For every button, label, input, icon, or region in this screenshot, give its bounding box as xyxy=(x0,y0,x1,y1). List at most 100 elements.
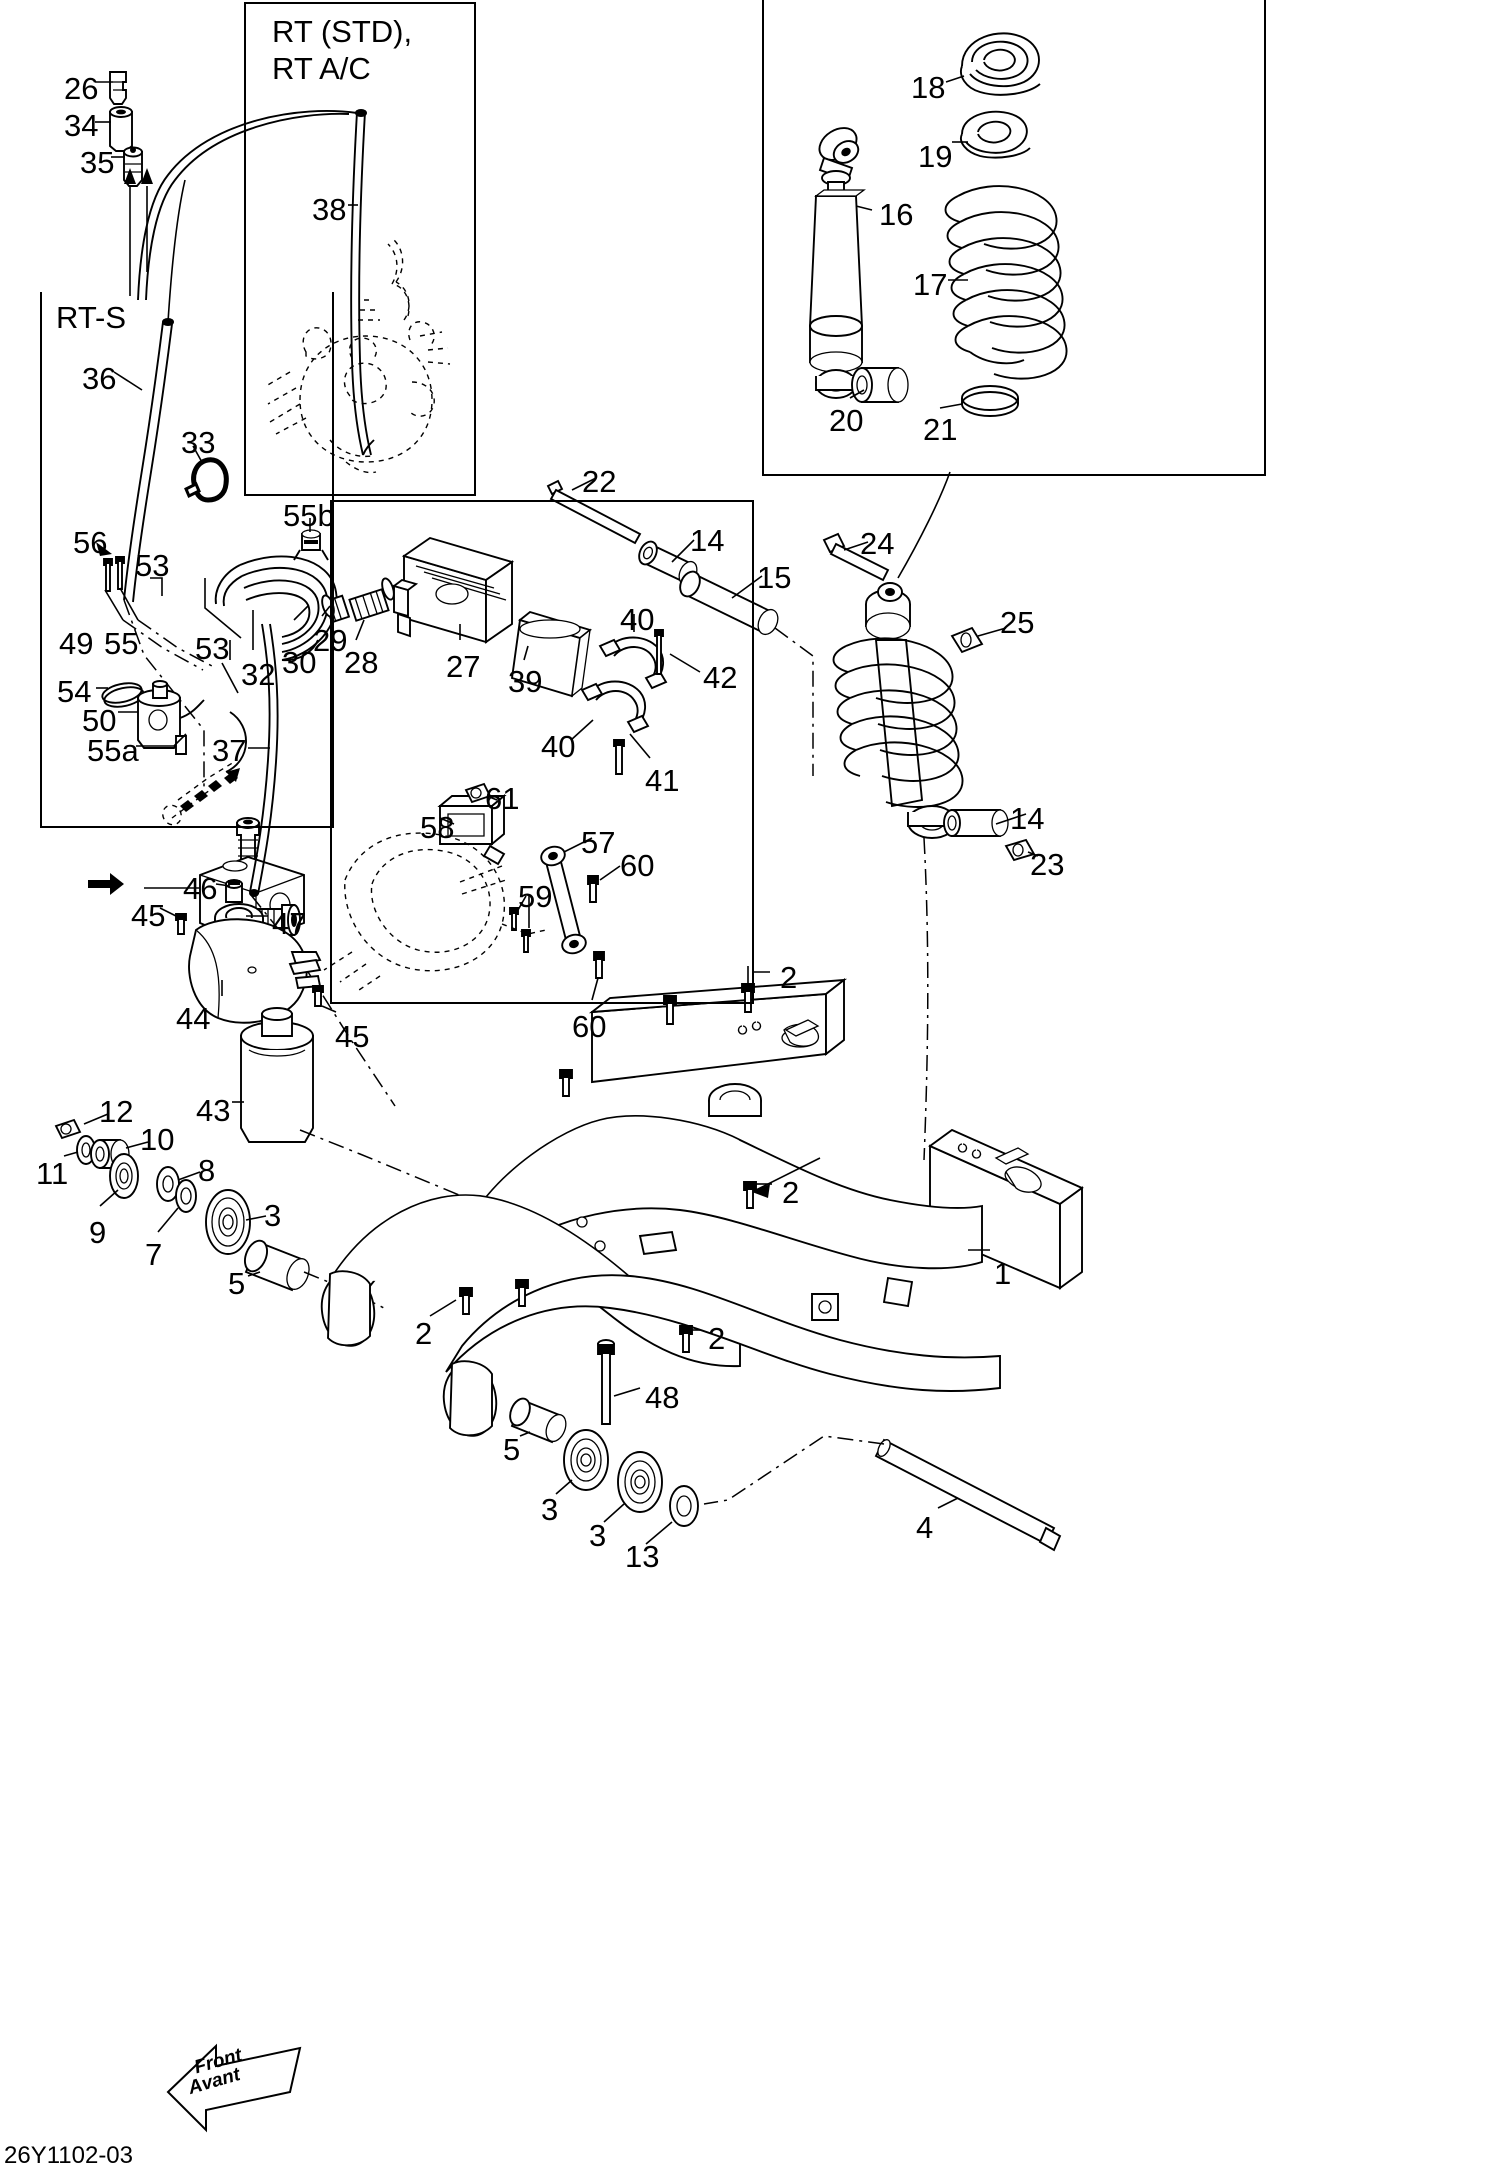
part-10-spacer xyxy=(90,1139,130,1169)
callout-14-upper: 14 xyxy=(690,523,725,558)
callout-18: 18 xyxy=(911,70,946,105)
callout-14-lower: 14 xyxy=(1010,801,1045,836)
part-4-axle xyxy=(874,1438,1062,1552)
callout-56: 56 xyxy=(73,525,108,560)
callout-42: 42 xyxy=(703,660,738,695)
part-3-bearing-lower-a xyxy=(563,1429,609,1491)
inset-box-rt-std-ac xyxy=(244,2,476,496)
callout-34: 34 xyxy=(64,108,99,143)
callout-23: 23 xyxy=(1030,847,1065,882)
callout-29: 29 xyxy=(313,623,348,658)
callout-45-left: 45 xyxy=(131,898,166,933)
callout-5-left: 5 xyxy=(228,1266,246,1301)
part-48-bolt xyxy=(597,1339,615,1425)
callout-9: 9 xyxy=(89,1215,107,1250)
part-45-screw-right xyxy=(312,985,324,1007)
callout-43: 43 xyxy=(196,1093,231,1128)
inset-box-compressor-detail xyxy=(330,500,754,1004)
part-26-fitting xyxy=(109,71,127,105)
callout-55: 55 xyxy=(104,626,139,661)
part-43-air-spring xyxy=(240,1007,314,1143)
callout-16: 16 xyxy=(879,197,914,232)
callout-38: 38 xyxy=(312,192,347,227)
inset-box-shock-detail xyxy=(762,0,1266,476)
callout-37: 37 xyxy=(212,733,247,768)
callout-30: 30 xyxy=(282,645,317,680)
callout-17: 17 xyxy=(913,267,948,302)
inset-label-rt-s: RT-S xyxy=(56,300,127,335)
callout-2-b: 2 xyxy=(782,1175,800,1210)
callout-3-left: 3 xyxy=(264,1198,282,1233)
callout-58: 58 xyxy=(420,810,455,845)
callout-45-right: 45 xyxy=(335,1019,370,1054)
callout-44: 44 xyxy=(176,1001,211,1036)
callout-1: 1 xyxy=(994,1256,1012,1291)
callout-48: 48 xyxy=(645,1380,680,1415)
callout-60-upper: 60 xyxy=(620,848,655,883)
callout-59: 59 xyxy=(518,879,553,914)
callout-39: 39 xyxy=(508,664,543,699)
part-45-screw-left xyxy=(175,913,187,935)
part-14-bushing-lower xyxy=(943,809,1009,837)
part-12-nut xyxy=(54,1118,82,1140)
callout-36: 36 xyxy=(82,361,117,396)
callout-53-lower: 53 xyxy=(195,631,230,666)
inset-box-rt-s xyxy=(40,292,334,828)
callout-7: 7 xyxy=(145,1237,163,1272)
callout-19: 19 xyxy=(918,139,953,174)
callout-40-lower: 40 xyxy=(541,729,576,764)
main-shock-with-spring xyxy=(832,582,964,839)
callout-27: 27 xyxy=(446,649,481,684)
callout-3-lower-a: 3 xyxy=(541,1492,559,1527)
callout-12: 12 xyxy=(99,1094,134,1129)
callout-41: 41 xyxy=(645,763,680,798)
callout-49: 49 xyxy=(59,626,94,661)
callout-47: 47 xyxy=(272,906,307,941)
callout-5-lower: 5 xyxy=(503,1432,521,1467)
part-11-washer xyxy=(76,1135,96,1165)
callout-25: 25 xyxy=(1000,605,1035,640)
callout-26: 26 xyxy=(64,71,99,106)
callout-53-upper: 53 xyxy=(135,548,170,583)
callout-60-lower: 60 xyxy=(572,1009,607,1044)
callout-28: 28 xyxy=(344,645,379,680)
part-25-nut xyxy=(950,626,984,654)
part-47-plate xyxy=(214,903,264,933)
callout-32: 32 xyxy=(241,657,276,692)
callout-10: 10 xyxy=(140,1122,175,1157)
part-46-fitting xyxy=(225,879,243,903)
callout-50: 50 xyxy=(82,703,117,738)
document-id: 26Y1102-03 xyxy=(4,2142,133,2169)
callout-33: 33 xyxy=(181,425,216,460)
inset-label-rt-std-ac: RT (STD), RT A/C xyxy=(272,14,413,86)
callout-3-lower-b: 3 xyxy=(589,1518,607,1553)
callout-40-upper: 40 xyxy=(620,602,655,637)
callout-2-a: 2 xyxy=(780,960,798,995)
callout-35: 35 xyxy=(80,145,115,180)
callout-15: 15 xyxy=(757,560,792,595)
part-7-spacer xyxy=(175,1179,197,1213)
callout-55b: 55b xyxy=(283,498,335,533)
part-5-bushing-left xyxy=(244,1239,310,1292)
callout-11: 11 xyxy=(36,1156,69,1191)
callout-4: 4 xyxy=(916,1510,934,1545)
callout-21: 21 xyxy=(923,412,958,447)
callout-8: 8 xyxy=(198,1153,216,1188)
part-3-bearing-lower-b xyxy=(617,1451,663,1513)
callout-57: 57 xyxy=(581,825,616,860)
callout-2-d: 2 xyxy=(708,1321,726,1356)
callout-61: 61 xyxy=(485,781,520,816)
callout-2-c: 2 xyxy=(415,1316,433,1351)
part-8-washer xyxy=(156,1166,180,1202)
part-3-bearing-left xyxy=(205,1189,251,1255)
callout-24: 24 xyxy=(860,526,895,561)
part-35-connector xyxy=(123,146,143,187)
part-9-seal xyxy=(109,1153,139,1199)
callout-13: 13 xyxy=(625,1539,660,1574)
callout-54: 54 xyxy=(57,674,92,709)
part-13-circlip xyxy=(669,1485,699,1527)
callout-22: 22 xyxy=(582,464,617,499)
callout-20: 20 xyxy=(829,403,864,438)
callout-46: 46 xyxy=(183,871,218,906)
